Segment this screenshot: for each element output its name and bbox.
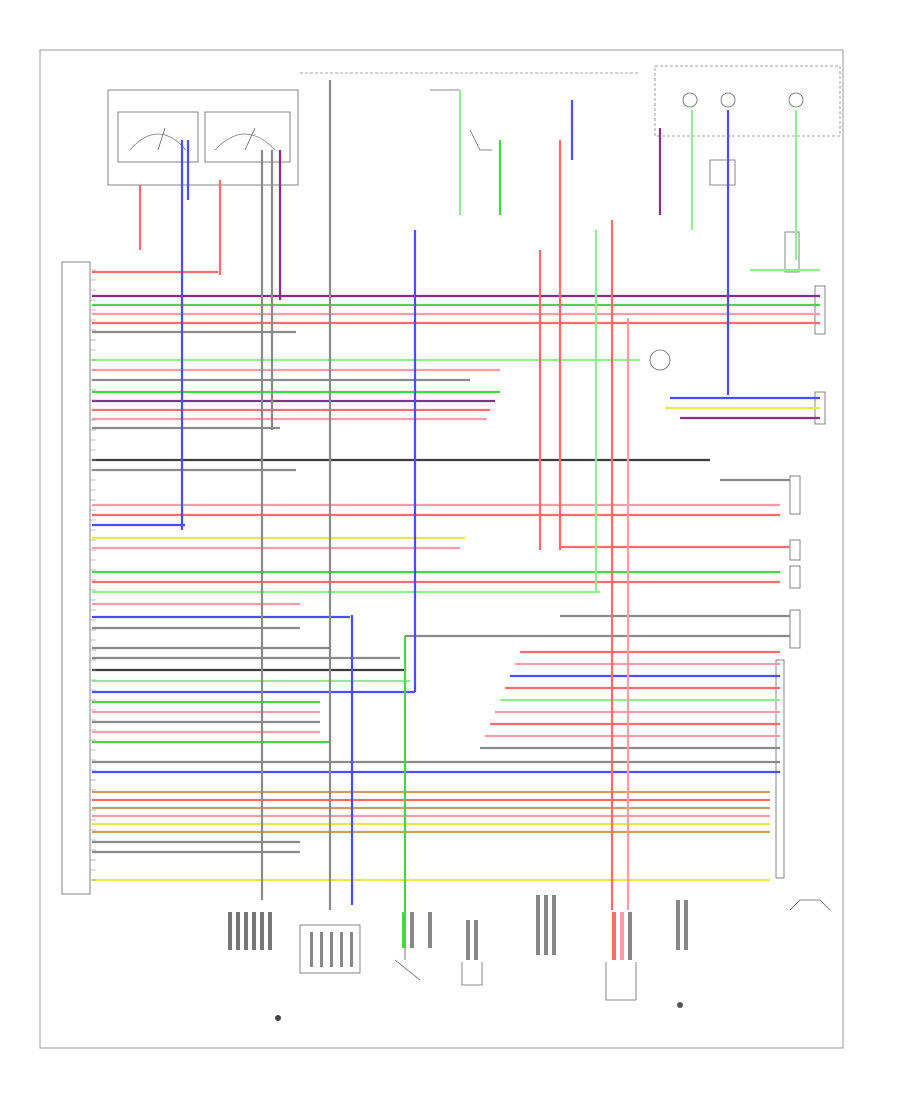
connector-bottom-right	[676, 900, 688, 1008]
right-side-components	[649, 231, 826, 879]
sensor-bottom-2	[536, 895, 556, 955]
switch-bottom	[394, 912, 432, 981]
ground-mark	[275, 1015, 281, 1021]
connector-bottom-2	[299, 924, 361, 974]
right-bottom-bracket	[789, 899, 831, 911]
relay-block	[430, 89, 736, 186]
connector-bottom-1	[228, 912, 272, 950]
sensor-bottom-1	[461, 920, 483, 986]
sensor-group-top-right	[654, 65, 841, 137]
wire-layer	[90, 80, 820, 915]
combination-meter	[107, 89, 299, 186]
ecm-connector-block	[61, 261, 91, 895]
outer-frame	[39, 49, 844, 1049]
sensor-bottom-3	[605, 912, 637, 1001]
bottom-connectors	[228, 895, 831, 1021]
